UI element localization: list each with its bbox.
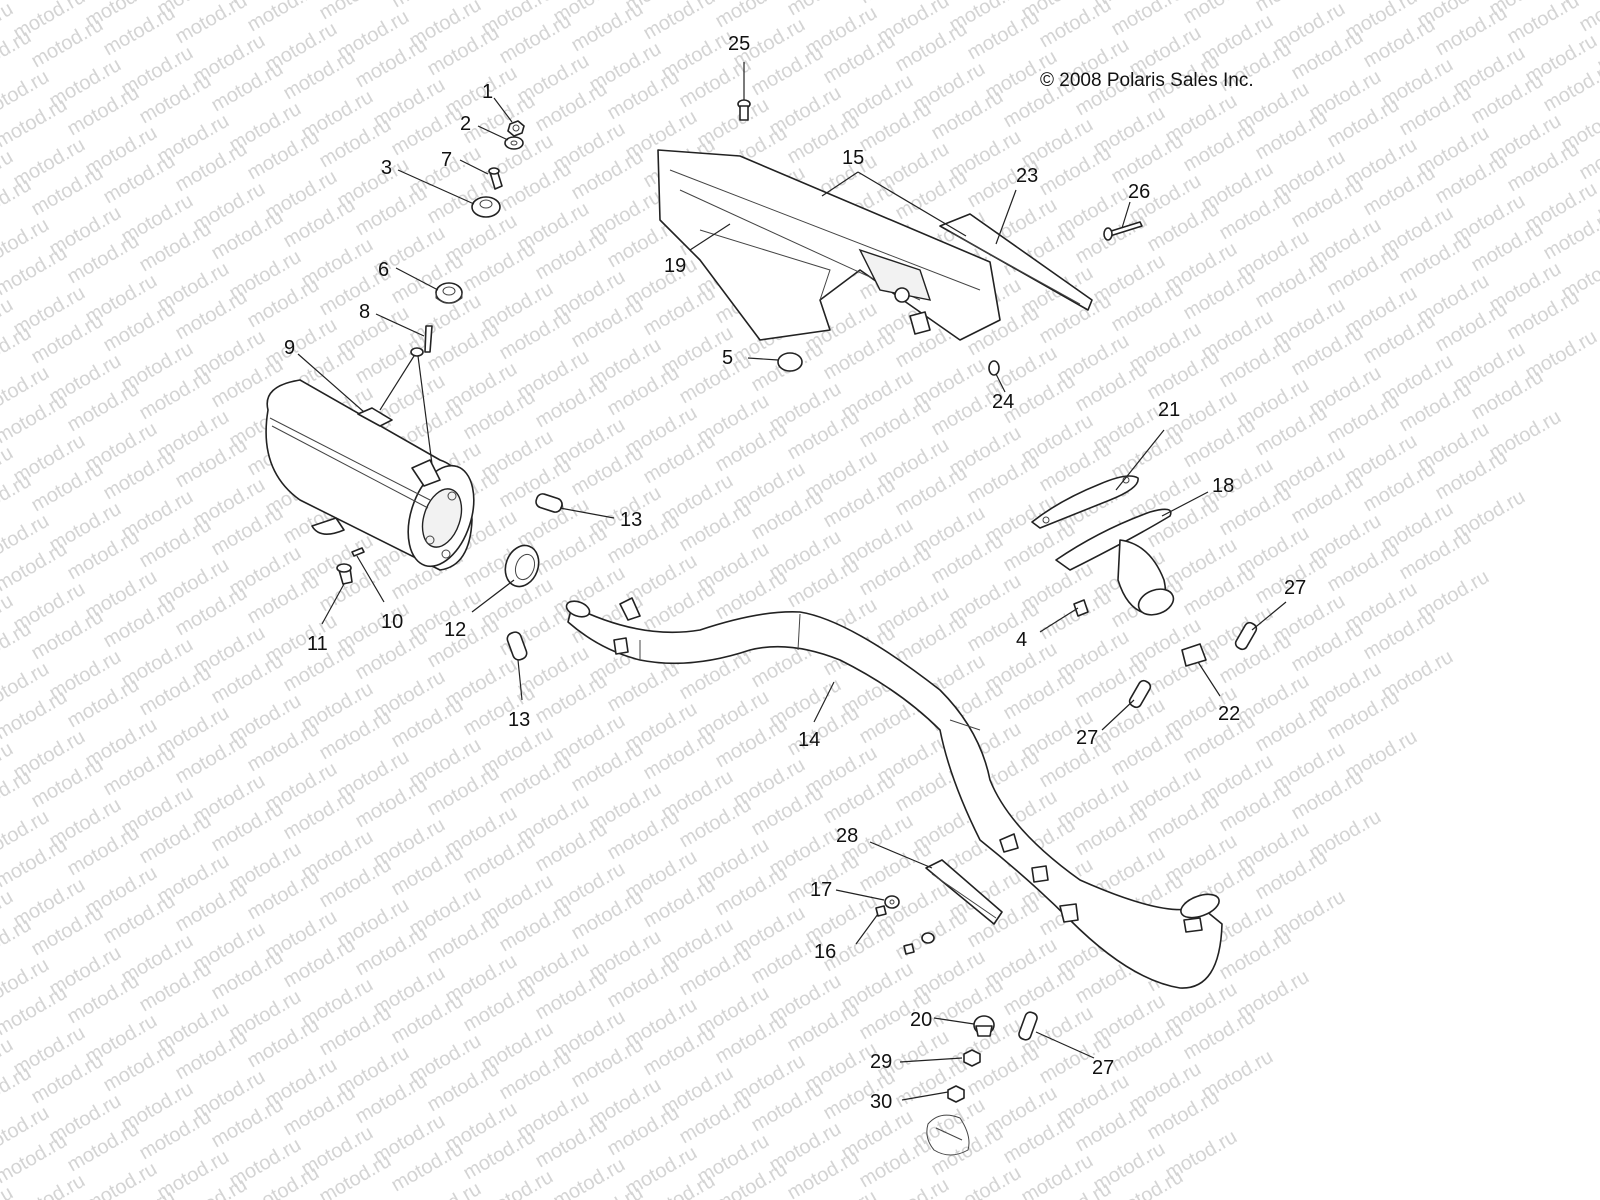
callout-12: 12 [444,619,466,641]
part-bolt-11 [336,563,353,585]
part-plug-20 [973,1015,995,1037]
callout-30: 30 [870,1091,892,1113]
part-screw-25 [737,99,751,121]
callout-15: 15 [842,147,864,169]
part-nut-30 [947,1085,965,1103]
callout-16: 16 [814,941,836,963]
callout-29: 29 [870,1051,892,1073]
callout-11: 11 [307,633,328,655]
callout-27c: 27 [1092,1057,1114,1079]
callout-26: 26 [1128,181,1150,203]
callout-20: 20 [910,1009,932,1031]
callout-13a: 13 [620,509,642,531]
callout-17: 17 [810,879,832,901]
callout-3: 3 [381,157,392,179]
callout-5: 5 [722,347,733,369]
callout-21: 21 [1158,399,1180,421]
part-washer-24 [988,360,1000,376]
callout-22: 22 [1218,703,1240,725]
callout-9: 9 [284,337,295,359]
callout-1: 1 [482,81,493,103]
callout-27b: 27 [1076,727,1098,749]
part-nut-29 [963,1049,981,1067]
callout-27a: 27 [1284,577,1306,599]
callout-25: 25 [728,33,750,55]
part-washer-2 [504,136,524,150]
callout-2: 2 [460,113,471,135]
callout-6: 6 [378,259,389,281]
callout-28: 28 [836,825,858,847]
part-spring-13a [535,493,564,513]
part-grommet-6 [435,282,463,304]
part-washer-17 [884,895,900,909]
callout-19: 19 [664,255,686,277]
copyright-notice: © 2008 Polaris Sales Inc. [1040,70,1254,91]
callout-10: 10 [381,611,403,633]
part-nut-1 [507,120,525,137]
callout-7: 7 [441,149,452,171]
callout-8: 8 [359,301,370,323]
part-grommet-3 [471,196,501,218]
callout-23: 23 [1016,165,1038,187]
callout-14: 14 [798,729,820,751]
callout-4: 4 [1016,629,1027,651]
callout-13b: 13 [508,709,530,731]
part-plug-5 [777,352,803,372]
callout-18: 18 [1212,475,1234,497]
callout-24: 24 [992,391,1014,413]
